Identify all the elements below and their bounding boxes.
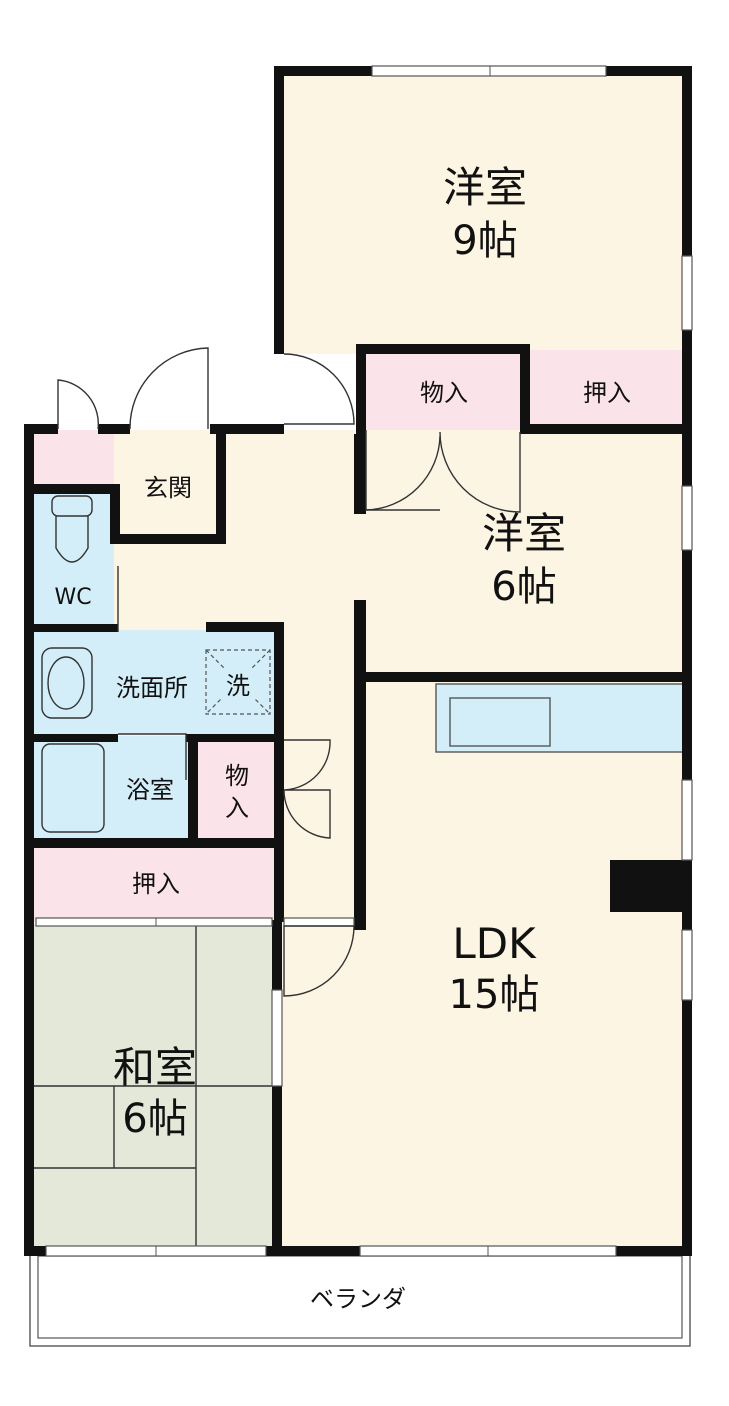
storage-mid-door [283,739,331,839]
western-room-9-floor [280,72,688,354]
bath-door [118,733,187,780]
walls [24,66,692,1256]
entrance-step-floor [114,430,222,536]
ldk-floor [364,678,688,1250]
closet-bottom-label: 押入 [132,870,180,898]
closet-top-label: 押入 [583,379,631,407]
storage-mid-label-1: 物 [225,762,249,790]
entrance-floor [34,430,114,488]
entrance-label: 玄関 [144,474,192,502]
doors [57,347,521,997]
hallway-lower-floor [278,920,364,1250]
storage-mid-floor [196,738,274,838]
ldk-size: 15帖 [449,972,540,1018]
wc-floor [34,490,114,628]
bath-label: 浴室 [126,776,174,804]
veranda [29,1249,691,1347]
closet-top-floor [528,350,688,430]
western-room-9-name: 洋室 [443,163,527,212]
kitchen-counter [435,683,685,753]
toilet-icon [51,495,93,563]
ldk-door [283,925,355,997]
japanese-room-size: 6帖 [122,1096,187,1142]
japanese-room-floor [34,924,274,1250]
entrance-door-left [57,379,100,430]
entrance-door-right [129,347,209,430]
western-room-6-name: 洋室 [482,509,566,558]
kitchen-sink [449,697,551,747]
veranda-label: ベランダ [310,1285,406,1313]
washroom-label: 洗面所 [116,674,188,702]
japanese-room-name: 和室 [113,1043,197,1092]
western-room-6-size: 6帖 [491,564,556,610]
bath-floor [34,736,194,838]
washbasin-icon [41,647,93,719]
bedroom9-door [283,353,355,425]
ldk-name: LDK [452,919,537,968]
bathtub-icon [41,743,105,833]
wc-label: WC [54,585,91,610]
closet-bottom-floor [34,842,274,922]
storage-mid-label-2: 入 [225,794,249,822]
washer-area-icon [205,649,271,715]
storage-top-door [365,430,441,511]
bedroom6-door [439,431,521,513]
western-room-6-floor [364,430,688,678]
washer-label: 洗 [226,672,250,700]
storage-top-floor [364,350,524,430]
windows [35,65,693,1257]
western-room-9-size: 9帖 [452,218,517,264]
storage-top-label: 物入 [420,379,468,407]
tatami-lines [34,924,274,1250]
